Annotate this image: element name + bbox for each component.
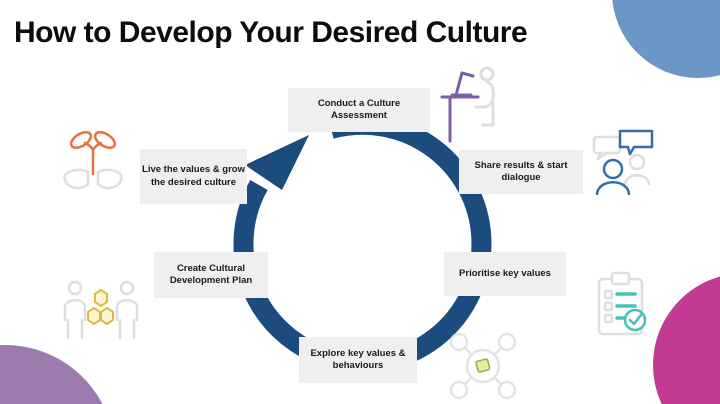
step-conduct-culture-assessment: Conduct a Culture Assessment	[288, 88, 430, 132]
step-label: Create Cultural Development Plan	[169, 262, 253, 286]
page-title: How to Develop Your Desired Culture	[14, 16, 528, 49]
people-collaboration-icon	[60, 276, 142, 351]
step-live-values-grow-culture: Live the values & grow the desired cultu…	[140, 149, 247, 204]
step-label: Share results & start dialogue	[474, 159, 568, 183]
step-share-results-start-dialogue: Share results & start dialogue	[459, 150, 583, 194]
chat-people-icon	[590, 125, 658, 206]
person-at-desk-icon	[438, 63, 502, 148]
step-prioritise-key-values: Prioritise key values	[444, 252, 566, 296]
step-create-cultural-development-plan: Create Cultural Development Plan	[154, 252, 268, 298]
cycle-arrowhead-icon	[245, 135, 309, 190]
step-explore-key-values-behaviours: Explore key values & behaviours	[299, 337, 417, 383]
checklist-icon	[593, 269, 653, 347]
hands-growing-plant-icon	[57, 126, 129, 199]
step-label: Prioritise key values	[459, 267, 551, 279]
network-nodes-icon	[448, 331, 518, 404]
step-label: Live the values & grow the desired cultu…	[142, 164, 245, 188]
step-label: Explore key values & behaviours	[310, 347, 406, 371]
step-label: Conduct a Culture Assessment	[317, 97, 401, 121]
